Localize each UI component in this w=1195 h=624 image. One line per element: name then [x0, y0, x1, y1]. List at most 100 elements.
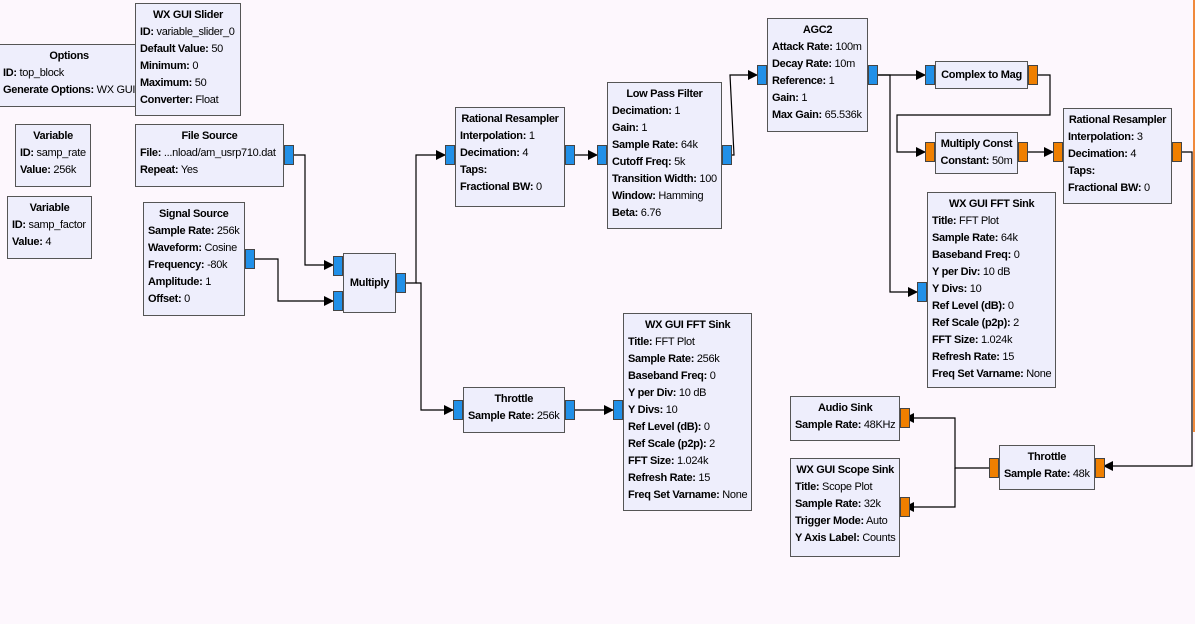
connection-wire[interactable]: [729, 70, 758, 156]
port[interactable]: [868, 65, 878, 85]
block-title: Rational Resampler: [461, 113, 559, 125]
block-param: Sample Rate: 256k: [468, 408, 560, 425]
param-label: Sample Rate:: [795, 419, 862, 431]
param-label: Reference:: [772, 75, 826, 87]
port[interactable]: [925, 65, 935, 85]
port[interactable]: [284, 145, 294, 165]
port[interactable]: [1053, 142, 1063, 162]
connection-wire[interactable]: [896, 74, 1051, 157]
connection-wire[interactable]: [904, 413, 989, 469]
param-value: 50m: [991, 155, 1013, 167]
param-value: 0: [1007, 300, 1014, 312]
port[interactable]: [1028, 65, 1038, 85]
connection-wire[interactable]: [294, 154, 334, 270]
port[interactable]: [757, 65, 767, 85]
param-value: 1: [528, 130, 535, 142]
block-title: AGC2: [802, 24, 833, 36]
param-value: Counts: [862, 532, 896, 544]
connection-wire[interactable]: [255, 258, 334, 306]
port[interactable]: [613, 400, 623, 420]
port[interactable]: [1018, 142, 1028, 162]
block-param: File: ...nload/am_usrp710.dat: [140, 145, 279, 162]
param-label: Decay Rate:: [772, 58, 832, 70]
block-param: Offset: 0: [148, 291, 240, 308]
param-label: Freq Set Varname:: [628, 489, 720, 501]
param-label: Waveform:: [148, 242, 202, 254]
port[interactable]: [1095, 458, 1105, 478]
port[interactable]: [917, 282, 927, 302]
port[interactable]: [989, 458, 999, 478]
port[interactable]: [565, 145, 575, 165]
param-value: -80k: [207, 259, 228, 271]
block-param: Value: 256k: [20, 162, 86, 179]
port[interactable]: [722, 145, 732, 165]
param-value: Cosine: [204, 242, 238, 254]
param-label: Sample Rate:: [148, 225, 215, 237]
port[interactable]: [925, 142, 935, 162]
param-value: Auto: [865, 515, 888, 527]
param-label: Fractional BW:: [460, 181, 534, 193]
block-param: Refresh Rate: 15: [932, 349, 1051, 366]
connection-wire[interactable]: [416, 282, 454, 415]
block-param: Reference: 1: [772, 73, 863, 90]
param-label: Refresh Rate:: [628, 472, 696, 484]
connection-wire[interactable]: [1103, 151, 1193, 471]
port[interactable]: [396, 273, 406, 293]
port[interactable]: [900, 408, 910, 428]
param-label: Default Value:: [140, 43, 209, 55]
param-label: Transition Width:: [612, 173, 697, 185]
port[interactable]: [453, 400, 463, 420]
port[interactable]: [900, 497, 910, 517]
param-value: Yes: [180, 164, 198, 176]
block-param: Y per Div: 10 dB: [628, 385, 747, 402]
param-label: Interpolation:: [1068, 131, 1135, 143]
param-value: 50: [194, 77, 207, 89]
canvas-edge: [1193, 0, 1195, 432]
param-value: 1: [205, 276, 212, 288]
port[interactable]: [333, 256, 343, 276]
block-param: Trigger Mode: Auto: [795, 513, 895, 530]
param-label: File:: [140, 147, 162, 159]
connection-wire[interactable]: [406, 150, 446, 284]
block-param: Frequency: -80k: [148, 257, 240, 274]
port[interactable]: [445, 145, 455, 165]
param-value: Hamming: [658, 190, 704, 202]
port[interactable]: [565, 400, 575, 420]
block-title: Complex to Mag: [941, 68, 1022, 81]
block-param: Decimation: 1: [612, 103, 717, 120]
port[interactable]: [597, 145, 607, 165]
param-value: 100: [699, 173, 717, 185]
param-value: 10 dB: [678, 387, 707, 399]
param-value: FFT Plot: [655, 336, 695, 348]
param-label: Refresh Rate:: [932, 351, 1000, 363]
block-param: Waveform: Cosine: [148, 240, 240, 257]
param-value: 1: [828, 75, 835, 87]
block-complex-to-mag[interactable]: Complex to Mag: [935, 61, 1028, 89]
port[interactable]: [245, 249, 255, 269]
block-title: Throttle: [494, 393, 534, 405]
connection-wire[interactable]: [878, 74, 918, 297]
connection-wire[interactable]: [904, 468, 956, 512]
block-multiply[interactable]: Multiply: [343, 253, 396, 313]
port[interactable]: [1172, 142, 1182, 162]
param-label: Repeat:: [140, 164, 179, 176]
param-label: Freq Set Varname:: [932, 368, 1024, 380]
port[interactable]: [333, 291, 343, 311]
